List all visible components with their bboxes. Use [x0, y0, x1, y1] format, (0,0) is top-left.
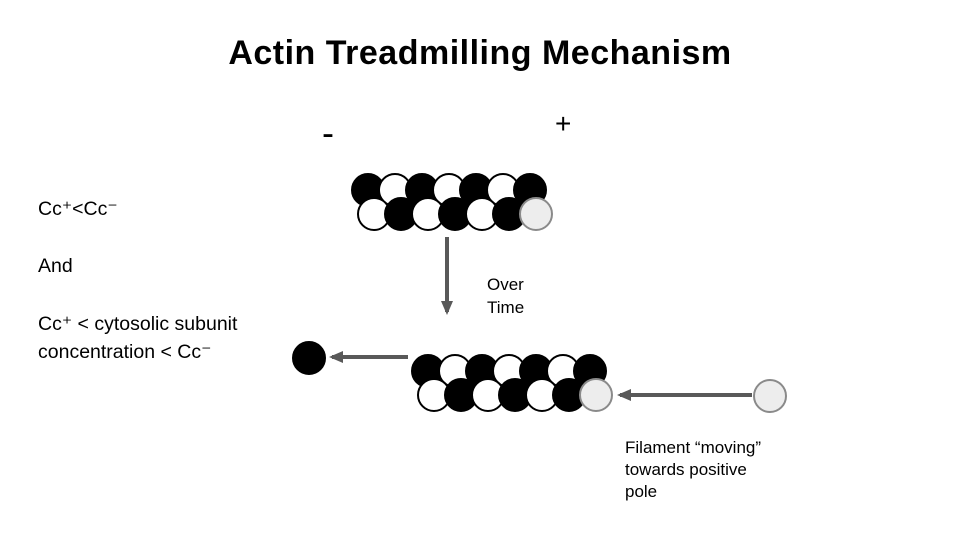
incoming-subunit	[753, 379, 787, 413]
filament-later-subunit	[579, 378, 613, 412]
filament-initial-subunit	[519, 197, 553, 231]
cytosolic-line-2: concentration < Cc⁻	[38, 341, 212, 363]
minus-pole-label: -	[322, 112, 334, 153]
page-title: Actin Treadmilling Mechanism	[228, 34, 732, 72]
subunit-layer	[292, 173, 787, 413]
cytosolic-line-1: Cc⁺ < cytosolic subunit	[38, 313, 238, 335]
plus-pole-label: +	[555, 108, 572, 139]
filament-moving-label: Filament “moving” towards positive pole	[625, 437, 761, 503]
filament-moving-line-3: pole	[625, 482, 658, 501]
arrow-layer	[329, 237, 752, 401]
critical-concentration-inequality: Cc⁺<Cc⁻	[38, 198, 118, 220]
and-label: And	[38, 255, 73, 277]
over-time-line-1: Over	[487, 275, 524, 294]
over-time-label: Over Time	[487, 273, 524, 319]
over-time-line-2: Time	[487, 298, 525, 317]
departing-subunit	[292, 341, 326, 375]
filament-moving-line-1: Filament “moving”	[625, 438, 762, 457]
cytosolic-concentration-text: Cc⁺ < cytosolic subunit concentration < …	[38, 310, 237, 366]
filament-moving-line-2: towards positive	[625, 460, 747, 479]
